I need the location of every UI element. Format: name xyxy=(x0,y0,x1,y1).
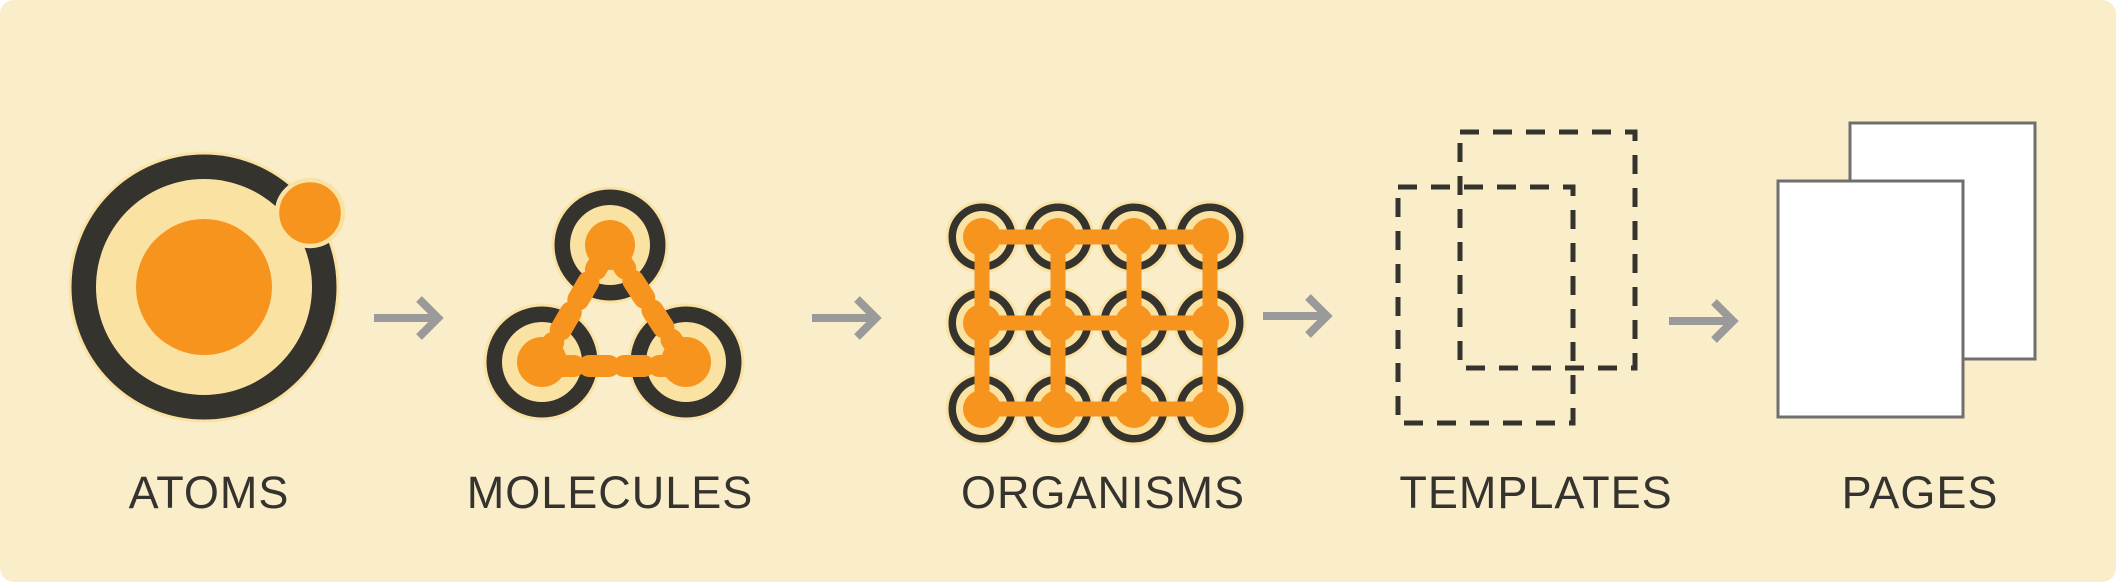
right-arrow-icon xyxy=(1669,299,1739,343)
template-wireframe-back xyxy=(1457,129,1638,371)
stage-label-organisms: ORGANISMS xyxy=(960,467,1246,518)
molecule-bonds xyxy=(531,234,697,377)
templates-wireframe-icon xyxy=(1395,129,1638,426)
stage-label-pages: PAGES xyxy=(1841,467,1999,518)
molecules-icon xyxy=(483,186,745,421)
organism-node-centers xyxy=(963,218,1229,428)
right-arrow-icon xyxy=(1263,294,1333,338)
stage-label-atoms: ATOMS xyxy=(128,467,290,518)
stage-label-molecules: MOLECULES xyxy=(466,467,754,518)
atom-electron xyxy=(274,177,346,249)
right-arrow-icon xyxy=(374,296,444,340)
organisms-grid-icon xyxy=(945,200,1247,446)
organism-connectors xyxy=(974,229,1218,417)
atom-icon xyxy=(68,151,346,423)
atom-nucleus xyxy=(136,219,272,355)
template-wireframe-front xyxy=(1395,184,1576,426)
page-sheet-front xyxy=(1776,179,1965,419)
stage-label-templates: TEMPLATES xyxy=(1399,467,1673,518)
pages-icon xyxy=(1776,121,2037,419)
right-arrow-icon xyxy=(812,296,882,340)
